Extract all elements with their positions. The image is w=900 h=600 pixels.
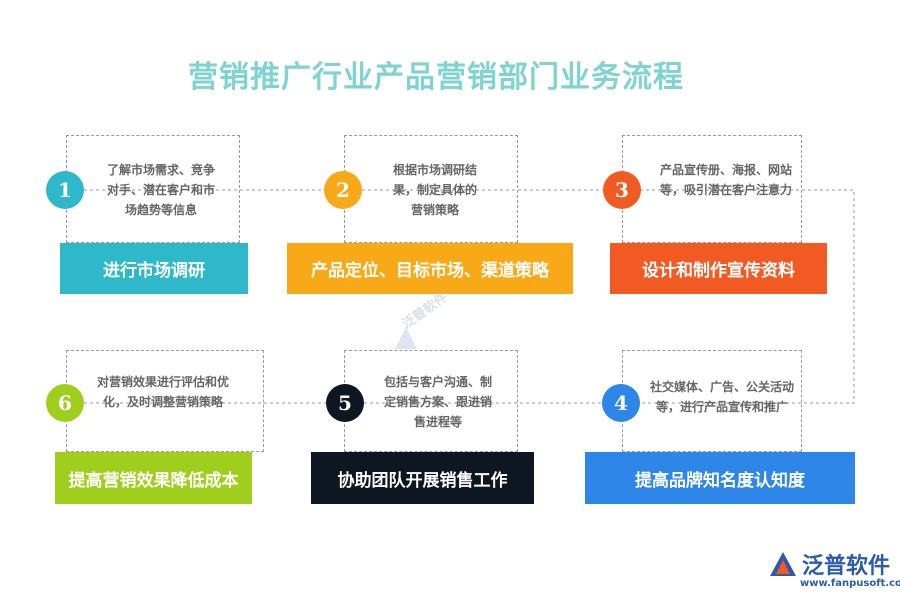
step-4-description: 社交媒体、广告、公关活动 等，进行产品宣传和推广 [649,380,794,414]
step-1-label: 进行市场调研 [60,243,248,294]
step-3-description: 产品宣传册、海报、网站 等，吸引潜在客户注意力 [659,163,792,197]
brand-logo: 泛普软件 [768,548,890,580]
page-title: 营销推广行业产品营销部门业务流程 [188,60,684,95]
logo-url: www.fanpusoft.com [800,578,900,589]
step-6-description: 对营销效果进行评估和优 化，及时调整营销策略 [96,375,229,409]
step-3-number-badge: 3 [603,171,641,209]
step-3-label: 设计和制作宣传资料 [610,243,827,294]
fanpu-logo-icon [770,552,796,576]
logo-name: 泛普软件 [802,554,891,579]
step-1-description: 了解市场需求、竞争 对手、潜在客户和市 场趋势等信息 [106,163,215,217]
watermark-logo-icon [395,327,417,349]
step-5-description: 包括与客户沟通、制 定销售方案、跟进销 售进程等 [383,375,492,429]
step-5-label: 协助团队开展销售工作 [311,452,534,504]
step-2-label: 产品定位、目标市场、渠道策略 [287,243,573,294]
step-4-label: 提高品牌知名度认知度 [585,452,855,504]
step-4-number-badge: 4 [602,384,640,422]
step-6-number-badge: 6 [46,384,84,422]
step-1-number-badge: 1 [46,171,84,209]
step-2-description: 根据市场调研结 果，制定具体的 营销策略 [392,163,477,217]
step-2-number-badge: 2 [324,171,362,209]
step-6-label: 提高营销效果降低成本 [55,452,252,504]
step-5-number-badge: 5 [326,384,364,422]
